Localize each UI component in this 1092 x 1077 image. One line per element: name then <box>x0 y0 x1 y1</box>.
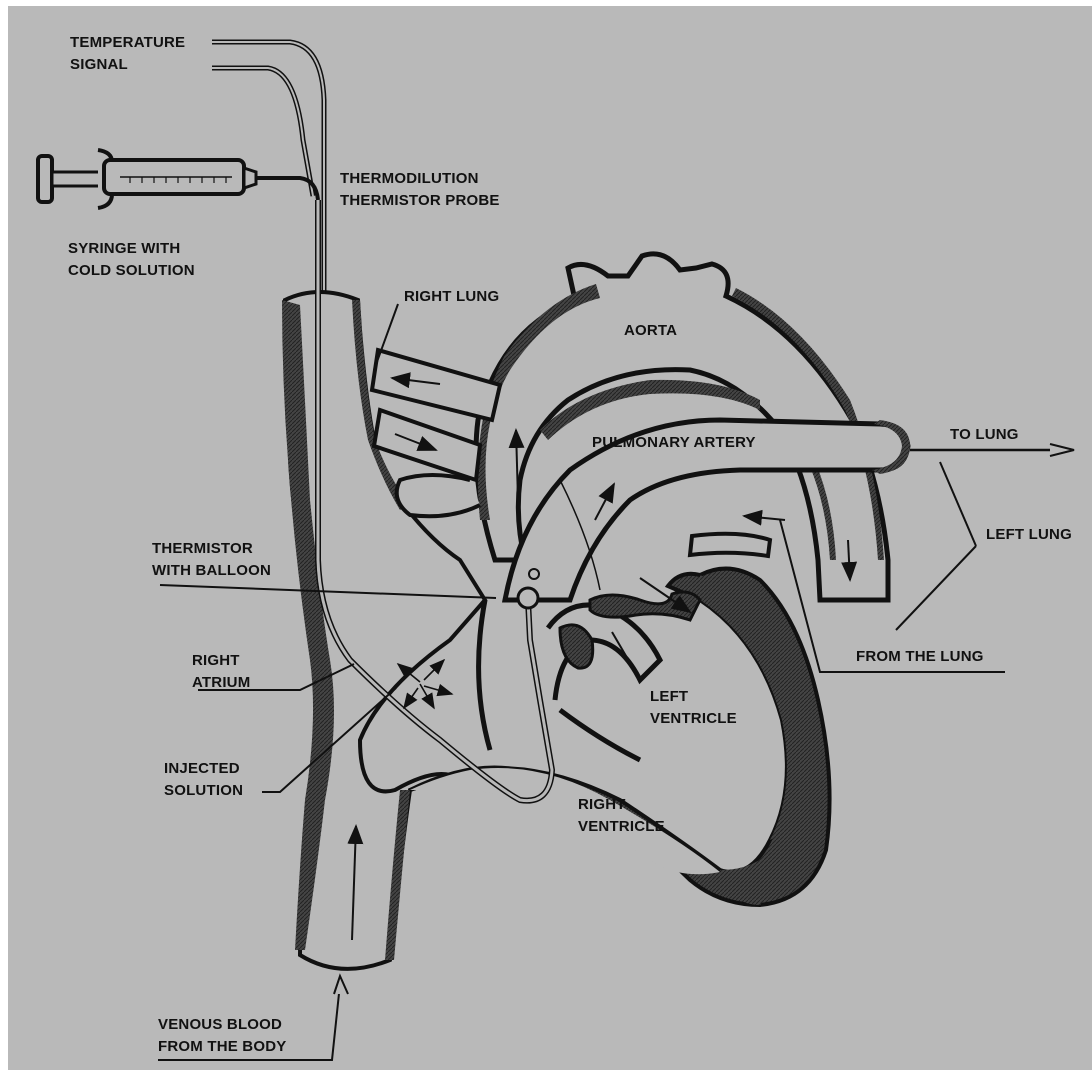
label-line: THERMISTOR PROBE <box>340 190 500 212</box>
label-thermodilution-probe: THERMODILUTION THERMISTOR PROBE <box>340 168 500 212</box>
label-pulmonary-artery: PULMONARY ARTERY <box>592 432 756 454</box>
label-line: VENTRICLE <box>578 816 665 838</box>
label-line: THERMODILUTION <box>340 168 500 190</box>
label-injected-solution: INJECTED SOLUTION <box>164 758 243 802</box>
label-venous-blood: VENOUS BLOOD FROM THE BODY <box>158 1014 286 1058</box>
label-aorta: AORTA <box>624 320 677 342</box>
label-line: COLD SOLUTION <box>68 260 195 282</box>
label-line: ATRIUM <box>192 672 250 694</box>
label-line: TEMPERATURE <box>70 32 185 54</box>
label-syringe: SYRINGE WITH COLD SOLUTION <box>68 238 195 282</box>
label-line: SYRINGE WITH <box>68 238 195 260</box>
label-temperature-signal: TEMPERATURE SIGNAL <box>70 32 185 76</box>
label-thermistor-balloon: THERMISTOR WITH BALLOON <box>152 538 271 582</box>
label-line: SIGNAL <box>70 54 185 76</box>
label-left-lung: LEFT LUNG <box>986 524 1072 546</box>
label-left-ventricle: LEFT VENTRICLE <box>650 686 737 730</box>
label-line: SOLUTION <box>164 780 243 802</box>
label-line: RIGHT <box>578 794 665 816</box>
label-right-ventricle: RIGHT VENTRICLE <box>578 794 665 838</box>
label-to-lung: TO LUNG <box>950 424 1019 446</box>
label-line: VENOUS BLOOD <box>158 1014 286 1036</box>
label-line: RIGHT <box>192 650 250 672</box>
label-line: VENTRICLE <box>650 708 737 730</box>
label-right-atrium: RIGHT ATRIUM <box>192 650 250 694</box>
label-line: LEFT <box>650 686 737 708</box>
label-line: INJECTED <box>164 758 243 780</box>
label-line: WITH BALLOON <box>152 560 271 582</box>
label-line: FROM THE BODY <box>158 1036 286 1058</box>
label-from-the-lung: FROM THE LUNG <box>856 646 984 668</box>
label-right-lung: RIGHT LUNG <box>404 286 499 308</box>
label-line: THERMISTOR <box>152 538 271 560</box>
